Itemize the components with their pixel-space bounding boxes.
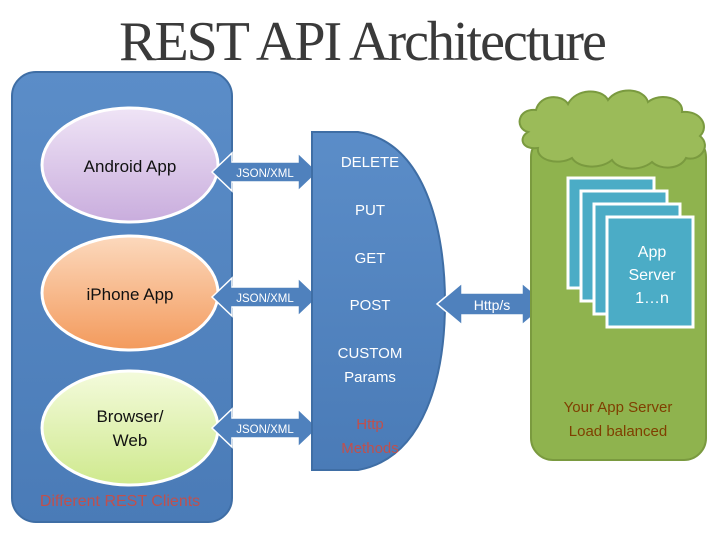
browser-web-label-line1: Browser/	[96, 407, 163, 426]
method-custom-params: Params	[344, 369, 396, 386]
app-server-panel: App Server 1…n Your App Server Load bala…	[518, 89, 707, 461]
method-put: PUT	[355, 202, 385, 219]
iphone-app-label: iPhone App	[87, 285, 174, 304]
client-android: Android App	[40, 106, 220, 224]
http-methods-caption-line1: Http	[356, 416, 384, 433]
http-methods-caption-line2: Methods	[341, 440, 399, 457]
browser-web-label-line2: Web	[113, 431, 148, 450]
json-xml-arrow-3: JSON/XML	[210, 407, 320, 449]
server-card-stack: App Server 1…n	[566, 176, 695, 329]
https-label: Http/s	[474, 297, 511, 313]
method-get: GET	[355, 250, 386, 267]
server-caption-line1: Your App Server	[564, 399, 673, 416]
method-custom: CUSTOM	[338, 345, 403, 362]
json-xml-arrow-1: JSON/XML	[210, 151, 320, 193]
server-card-label-line2: Server	[628, 267, 676, 284]
json-xml-label: JSON/XML	[236, 424, 294, 436]
clients-panel: Android App iPhone App Browser/ Web Diff…	[11, 71, 233, 523]
android-app-ellipse	[40, 106, 220, 224]
server-card-front	[605, 215, 695, 329]
cloud-shape	[518, 89, 706, 170]
clients-panel-caption: Different REST Clients	[40, 493, 200, 510]
browser-web-ellipse	[40, 369, 220, 487]
json-xml-label: JSON/XML	[236, 168, 294, 180]
page-title: REST API Architecture	[119, 11, 605, 73]
method-post: POST	[350, 297, 391, 314]
server-card-label-line3: 1…n	[635, 290, 669, 307]
method-delete: DELETE	[341, 154, 399, 171]
client-browser: Browser/ Web	[40, 369, 220, 487]
server-caption-line2: Load balanced	[569, 423, 667, 440]
client-iphone: iPhone App	[40, 234, 220, 352]
json-xml-label: JSON/XML	[236, 293, 294, 305]
server-card-label-line1: App	[638, 244, 667, 261]
http-methods-panel: DELETE PUT GET POST CUSTOM Params Http M…	[311, 131, 447, 471]
json-xml-arrow-2: JSON/XML	[210, 276, 320, 318]
android-app-label: Android App	[84, 157, 177, 176]
